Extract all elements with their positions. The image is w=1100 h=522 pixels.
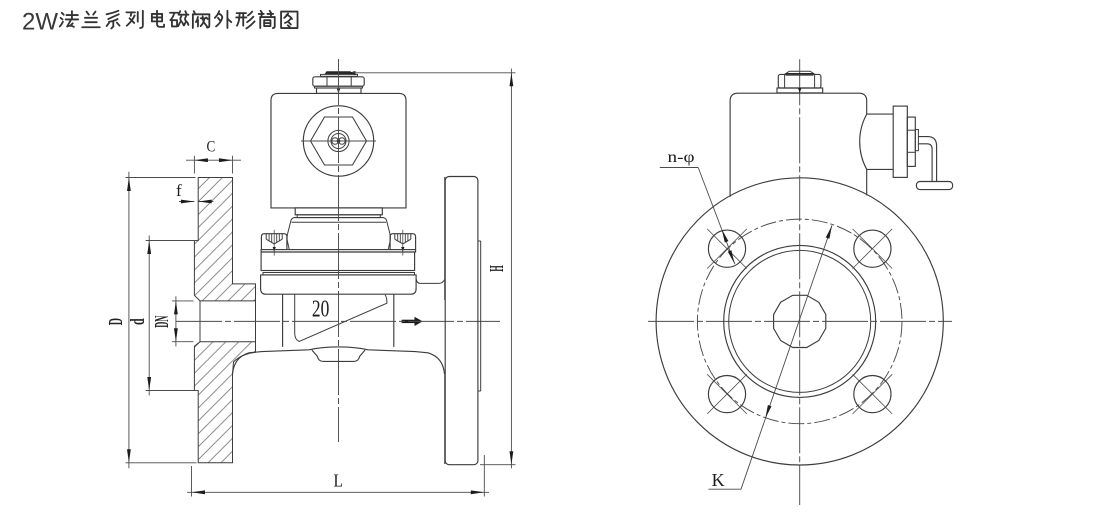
svg-text:C: C	[207, 139, 216, 156]
svg-text:H: H	[486, 265, 508, 272]
svg-text:L: L	[334, 471, 344, 491]
svg-text:DN: DN	[151, 316, 173, 328]
svg-text:D: D	[106, 318, 128, 325]
svg-text:20: 20	[312, 297, 329, 323]
svg-text:K: K	[712, 470, 725, 490]
svg-text:n-φ: n-φ	[668, 149, 695, 166]
svg-text:f: f	[176, 181, 182, 200]
svg-text:2W: 2W	[22, 9, 58, 36]
svg-text:d: d	[126, 318, 149, 325]
